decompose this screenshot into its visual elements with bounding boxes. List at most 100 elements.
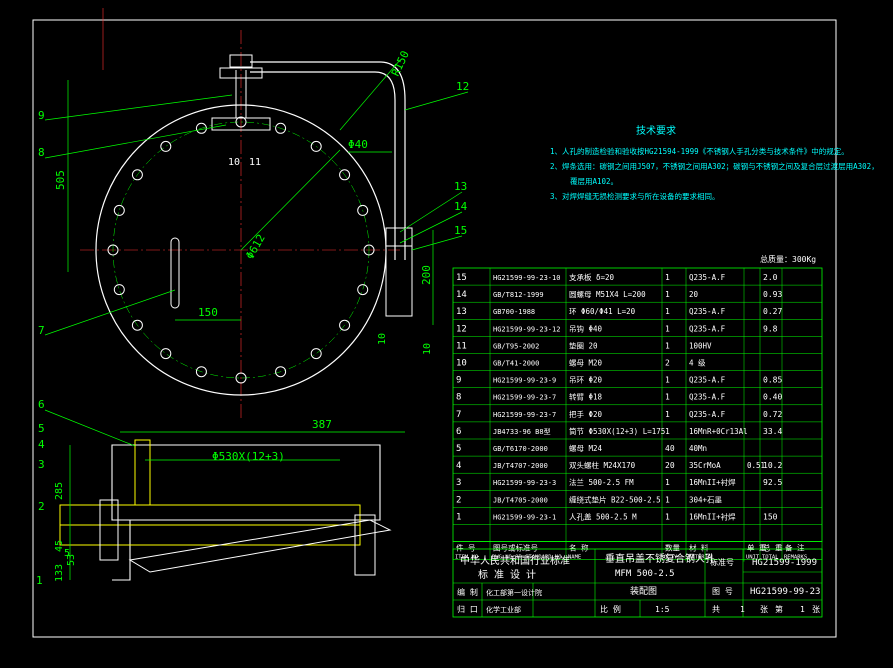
lug-plate bbox=[211, 117, 271, 131]
bom-cell: HG21599-99-23-12 bbox=[493, 325, 560, 333]
bom-cell: HG21599-99-23-7 bbox=[493, 411, 556, 419]
bom-cell: 双头螺柱 M24X170 bbox=[569, 460, 636, 470]
section-bolt-left bbox=[99, 499, 119, 561]
tb-dwg-value: HG21599-99-23 bbox=[750, 587, 820, 597]
bom-cell: 40Mn bbox=[689, 444, 707, 453]
bom-cell: 100HV bbox=[689, 341, 712, 350]
bolt-hole bbox=[160, 140, 172, 152]
bom-header-en: REMARKS bbox=[784, 555, 807, 561]
bom-cell: HG21599-99-23-3 bbox=[493, 479, 556, 487]
dim-5: 5 bbox=[64, 548, 70, 559]
tb-title-2: MFM 500-2.5 bbox=[615, 569, 675, 579]
bom-cell: 2.0 bbox=[763, 273, 778, 282]
bom-header-cn: 材 料 bbox=[689, 543, 709, 553]
tb-sheet-a: 共 bbox=[712, 605, 720, 614]
bom-cell: HG21599-99-23-1 bbox=[493, 513, 556, 521]
notes-title: 技术要求 bbox=[636, 124, 676, 137]
bom-cell: GB700-1988 bbox=[493, 308, 535, 316]
bom-cell: 2 bbox=[665, 359, 670, 368]
bom-cell: 0.72 bbox=[763, 410, 782, 419]
bolt-hole bbox=[357, 204, 369, 216]
support-block bbox=[385, 227, 413, 317]
section-neck bbox=[134, 439, 151, 506]
bom-cell: 环 Φ60/Φ41 L=20 bbox=[569, 307, 636, 316]
balloon-7: 7 bbox=[38, 324, 45, 337]
bom-cell: 转臂 Φ18 bbox=[569, 392, 603, 402]
tb-sheet-d: 第 bbox=[775, 604, 783, 614]
tb-edit-label: 编 制 bbox=[457, 587, 478, 597]
dim-387: 387 bbox=[312, 418, 332, 431]
bom-cell: JB/T4705-2000 bbox=[493, 496, 548, 504]
tb-sheet-c: 张 bbox=[760, 605, 768, 614]
bom-cell: 1 bbox=[665, 290, 670, 299]
bolt-circle bbox=[112, 121, 370, 379]
bom-header-en: DWG NO OR STANDARD NO bbox=[492, 555, 562, 561]
balloon-15: 15 bbox=[454, 224, 467, 237]
lug-nut bbox=[219, 67, 263, 79]
bom-cell: 1 bbox=[665, 341, 670, 350]
bom-cell: 0.93 bbox=[763, 290, 782, 299]
balloon-6: 6 bbox=[38, 398, 45, 411]
leader-9 bbox=[44, 94, 233, 121]
tb-unit-label: 归 口 bbox=[457, 604, 478, 614]
bom-cell: 0.51 bbox=[747, 461, 765, 470]
note-line-3: 覆层用A102。 bbox=[570, 177, 618, 186]
dim-10a: 10 bbox=[377, 333, 388, 345]
tb-sheet-b: 1 bbox=[740, 605, 745, 614]
tb-sheet-f: 张 bbox=[812, 605, 820, 614]
balloon-8: 8 bbox=[38, 146, 45, 159]
bom-cell: 圆螺母 M51X4 L=200 bbox=[569, 289, 646, 299]
bom-cell: 15 bbox=[456, 273, 467, 283]
bom-header-en: Q'TY bbox=[664, 555, 678, 561]
bolt-hole bbox=[310, 348, 322, 360]
note-line-2: 2、焊条选用：碳钢之间用J507，不锈钢之间用A302；碳钢与不锈钢之间及复合层… bbox=[550, 161, 879, 171]
bolt-hole bbox=[160, 348, 172, 360]
bom-cell: GB/T6170-2000 bbox=[493, 445, 548, 453]
note-line-1: 1、人孔的制造检验和验收按HG21594-1999《不锈钢人手孔分类与技术条件》… bbox=[550, 146, 849, 156]
bolt-hole bbox=[235, 116, 247, 128]
lug-arm bbox=[250, 61, 406, 260]
dim-612-leader bbox=[240, 149, 341, 251]
section-arm bbox=[128, 519, 392, 573]
bolt-hole bbox=[113, 204, 125, 216]
bom-cell: 16MnR+0Cr13Al bbox=[689, 427, 748, 436]
handle-slot bbox=[170, 237, 180, 309]
bom-header-cn: 名 称 bbox=[569, 543, 589, 553]
tb-edit-value: 化工部第一设计院 bbox=[486, 588, 542, 597]
title-block bbox=[452, 548, 823, 618]
bom-cell: 法兰 500-2.5 FM bbox=[569, 477, 634, 487]
balloon-2: 2 bbox=[38, 500, 45, 513]
bom-header-cn: 单 重 bbox=[747, 543, 767, 553]
bom-cell: 150 bbox=[763, 512, 778, 521]
bom-cell: JB/T4707-2000 bbox=[493, 462, 548, 470]
bom-cell: 1 bbox=[665, 410, 670, 419]
bom-cell: 缠绕式垫片 B22-500-2.5 bbox=[569, 494, 661, 504]
bom-cell: Q235-A.F bbox=[689, 273, 726, 282]
bom-cell: 吊钩 Φ40 bbox=[569, 323, 603, 333]
bolt-hole bbox=[131, 319, 143, 331]
dim-45: 45 bbox=[54, 540, 65, 552]
bom-cell: Q235-A.F bbox=[689, 324, 726, 333]
bom-cell: HG21599-99-23-7 bbox=[493, 394, 556, 402]
balloon-13: 13 bbox=[454, 180, 467, 193]
bolt-hole bbox=[339, 169, 351, 181]
bolt-hole bbox=[339, 319, 351, 331]
dim-r150: R150 bbox=[389, 49, 412, 79]
dim-d40: Φ40 bbox=[348, 138, 368, 151]
dim-200: 200 bbox=[420, 265, 433, 285]
leader-6 bbox=[44, 409, 136, 447]
bom-cell: GB/T812-1999 bbox=[493, 291, 544, 299]
leader-14 bbox=[399, 211, 463, 244]
bolt-hole bbox=[113, 284, 125, 296]
bom-header-en: MATERIAL bbox=[688, 555, 715, 561]
bom-cell: 4 级 bbox=[689, 358, 706, 368]
note-line-4: 3、对焊焊缝无损检测要求与所在设备的要求相同。 bbox=[550, 191, 720, 201]
tb-org-1: 中华人民共和国行业标准 bbox=[460, 554, 570, 567]
section-bolt-right bbox=[354, 514, 376, 576]
balloon-3: 3 bbox=[38, 458, 45, 471]
section-body bbox=[111, 444, 381, 581]
bom-cell: 垫圈 20 bbox=[569, 340, 598, 350]
